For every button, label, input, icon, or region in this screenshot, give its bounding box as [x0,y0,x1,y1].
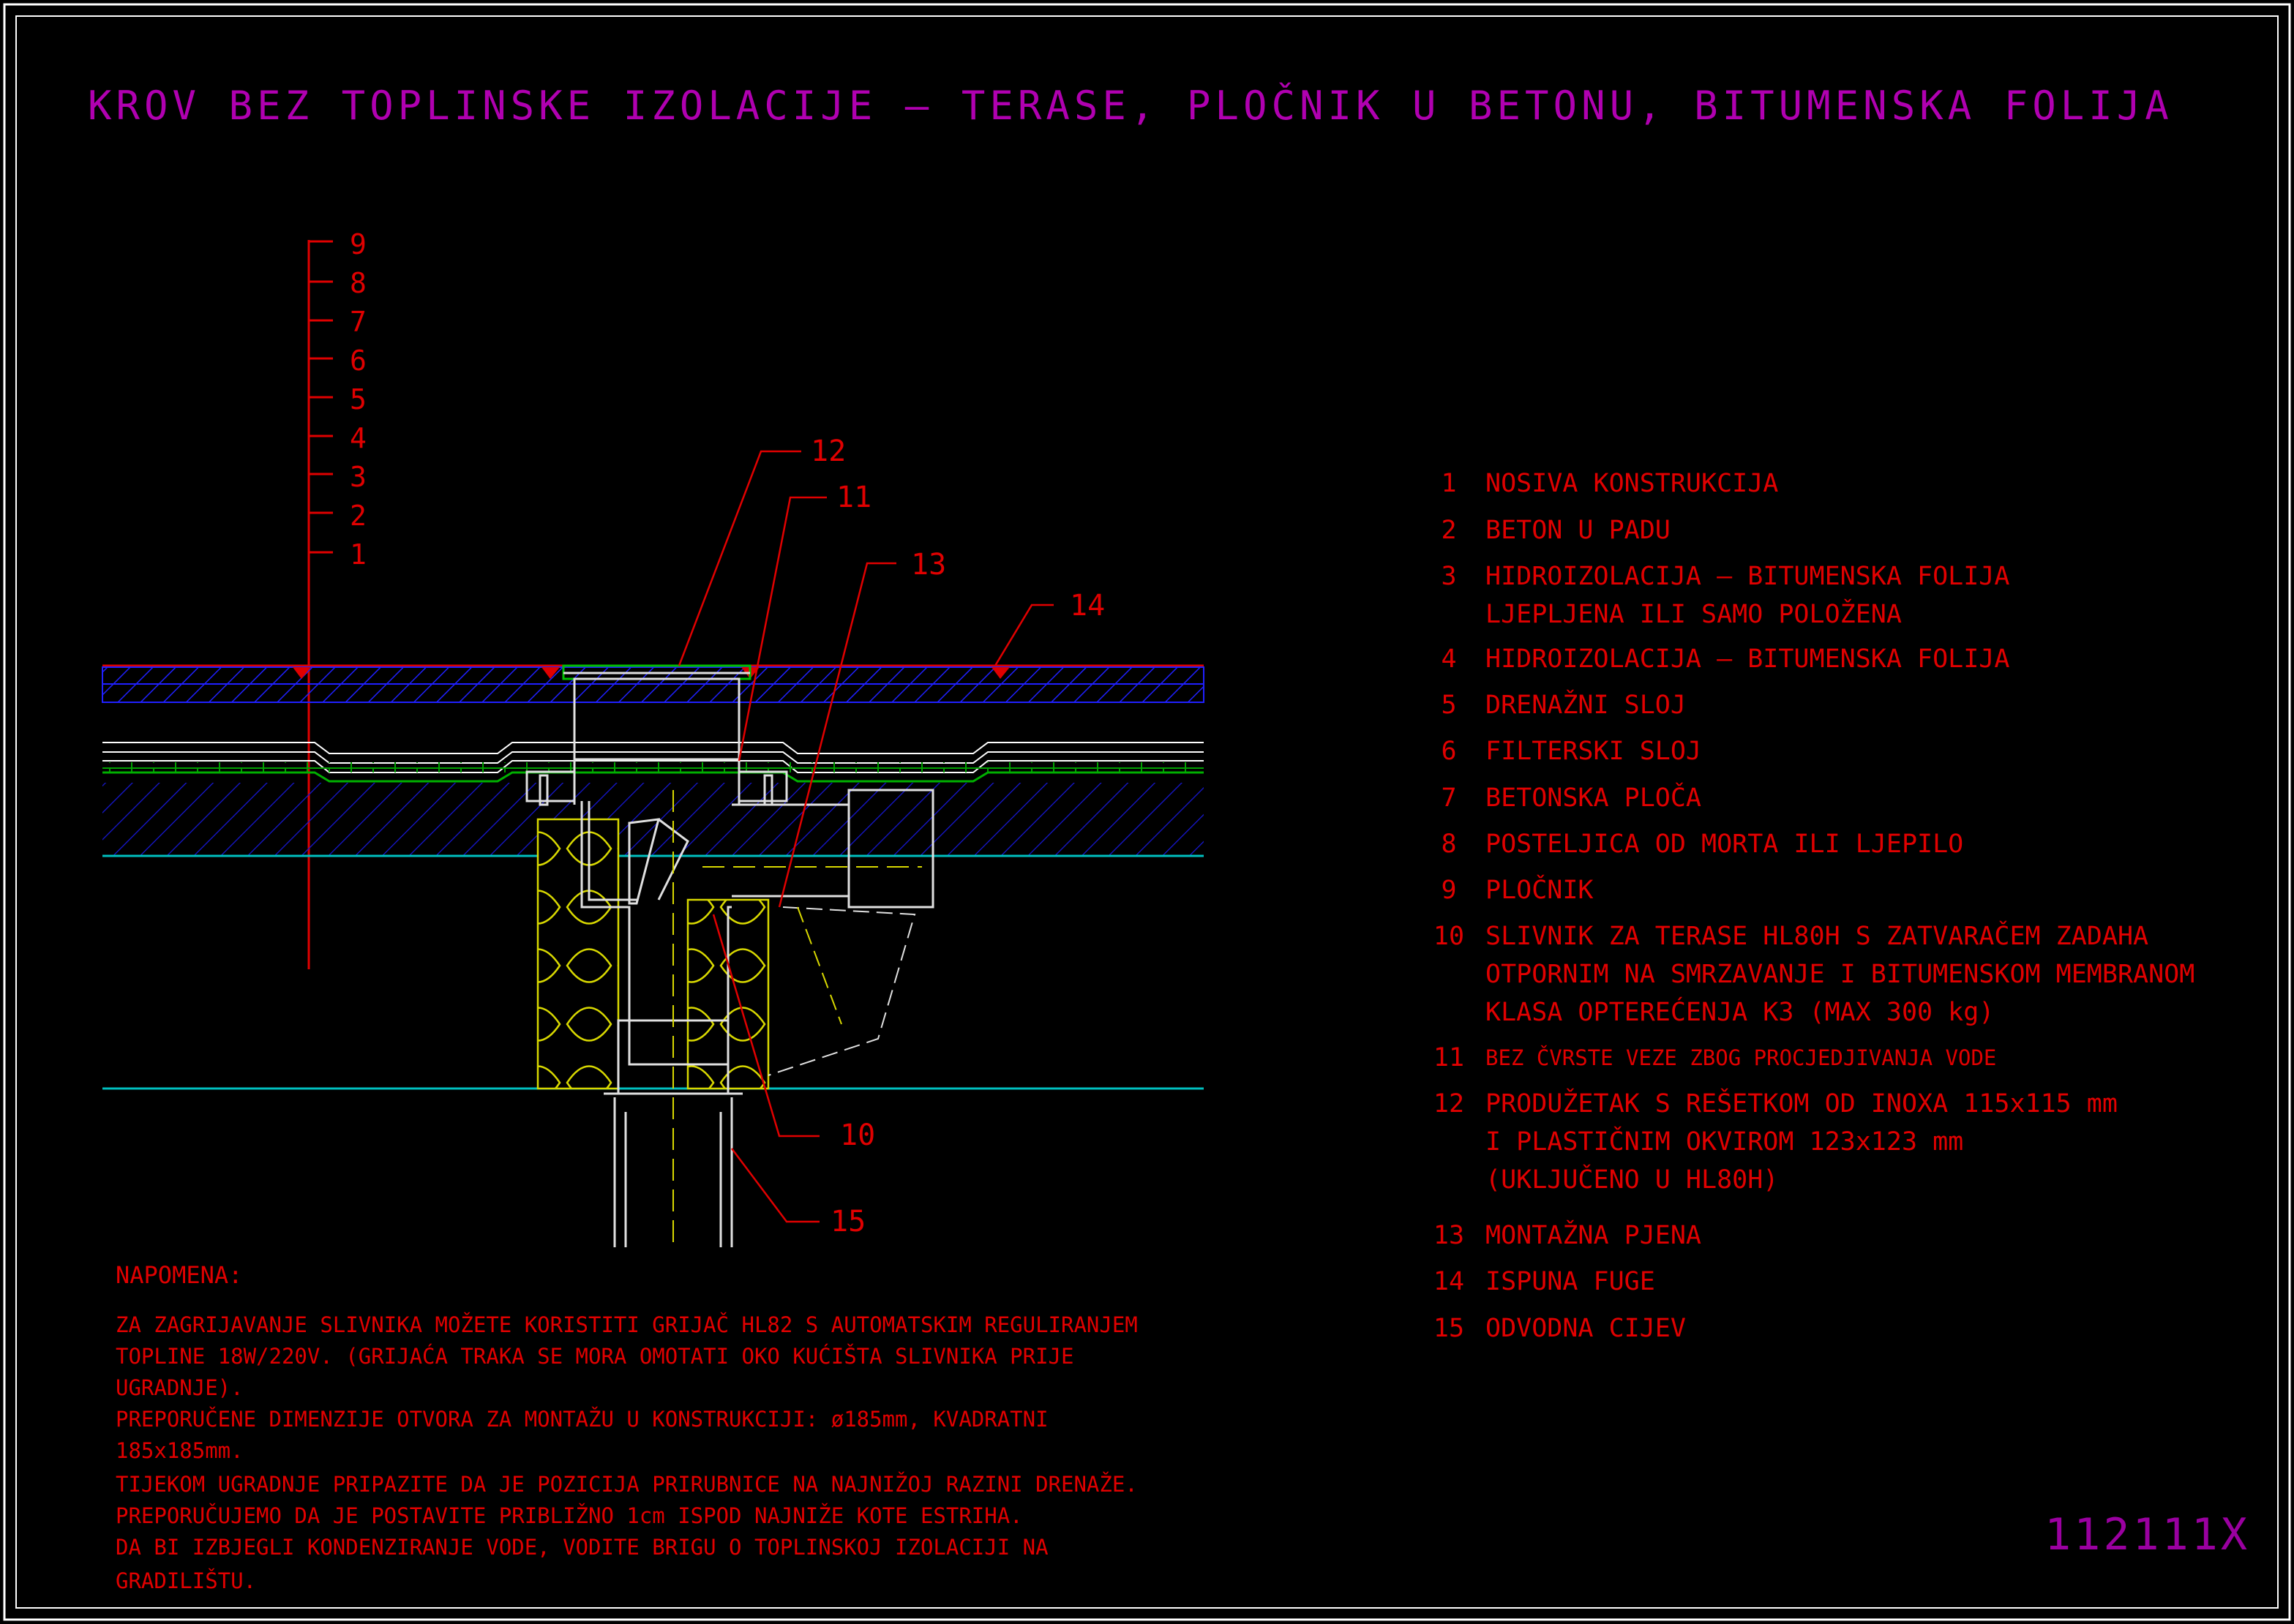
assembly-foam [536,818,770,1090]
callout-15: 15 [831,1205,866,1238]
scale-mark-2: 2 [350,500,367,532]
note-line: ZA ZAGRIJAVANJE SLIVNIKA MOŽETE KORISTIT… [116,1312,1138,1337]
scale-mark-9: 9 [350,228,367,260]
note-line: PREPORUČUJEMO DA JE POSTAVITE PRIBLIŽNO … [116,1503,1023,1528]
outer-border [3,3,2291,1621]
note-line: 185x185mm. [116,1438,244,1463]
drawing-code: 112111X [2044,1509,2250,1560]
drain-centerlines [672,790,922,1247]
inner-border [15,15,2279,1609]
scale-mark-8: 8 [350,267,367,299]
leader-lines [678,450,1054,1223]
scale-mark-3: 3 [350,461,367,493]
scale-mark-7: 7 [350,306,367,338]
scale-mark-4: 4 [350,422,367,454]
scale-mark-6: 6 [350,345,367,377]
callout-11: 11 [836,481,872,514]
scale-mark-1: 1 [350,538,367,571]
scale-mark-5: 5 [350,383,367,416]
drawing-title: KROV BEZ TOPLINSKE IZOLACIJE – TERASE, P… [88,83,2173,129]
callout-14: 14 [1070,589,1106,623]
layer-scale [307,240,333,969]
callout-10: 10 [840,1119,876,1152]
note-line: GRADILIŠTU. [116,1568,257,1593]
note-line: PREPORUČENE DIMENZIJE OTVORA ZA MONTAŽU … [116,1407,1049,1432]
note-line: TOPLINE 18W/220V. (GRIJAĆA TRAKA SE MORA… [116,1344,1074,1369]
note-heading: NAPOMENA: [116,1261,243,1289]
callout-12: 12 [811,435,847,468]
terrace-drain [525,664,934,1247]
note-line: UGRADNJE). [116,1375,244,1400]
roof-section [102,664,1204,1090]
callout-13: 13 [911,548,947,582]
note-line: DA BI IZBJEGLI KONDENZIRANJE VODE, VODIT… [116,1535,1049,1560]
note-line: TIJEKOM UGRADNJE PRIPAZITE DA JE POZICIJ… [116,1472,1138,1497]
